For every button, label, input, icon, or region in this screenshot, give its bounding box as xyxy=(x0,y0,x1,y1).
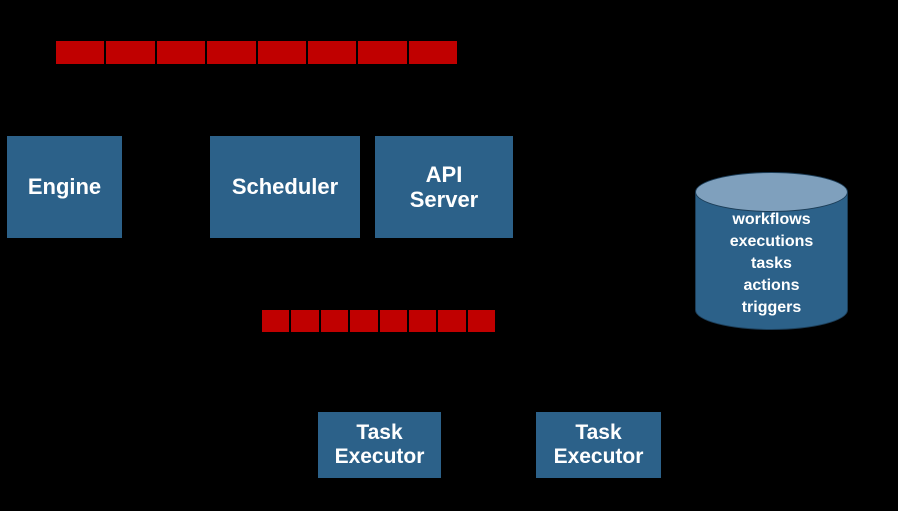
component-label-task-executor-2: Task Executor xyxy=(553,421,644,468)
middle-segmented-bar-segment xyxy=(408,310,439,332)
top-segmented-bar-segment xyxy=(358,41,409,64)
component-box-task-executor-2[interactable]: Task Executor xyxy=(536,412,661,478)
top-segmented-bar-segment xyxy=(156,41,208,64)
component-box-api-server[interactable]: API Server xyxy=(375,136,513,238)
component-label-task-executor-1: Task Executor xyxy=(334,421,425,468)
database-tables-label: workflows executions tasks actions trigg… xyxy=(729,211,814,317)
top-segmented-bar-segment xyxy=(56,41,107,64)
top-segmented-bar xyxy=(56,41,457,64)
middle-segmented-bar-segment xyxy=(379,310,409,332)
database-cylinder[interactable]: workflows executions tasks actions trigg… xyxy=(695,172,848,330)
middle-segmented-bar xyxy=(262,310,495,332)
top-segmented-bar-segment xyxy=(408,41,457,64)
component-label-engine: Engine xyxy=(27,174,102,200)
top-segmented-bar-segment xyxy=(106,41,157,64)
top-segmented-bar-segment xyxy=(307,41,359,64)
component-box-task-executor-1[interactable]: Task Executor xyxy=(318,412,441,478)
middle-segmented-bar-segment xyxy=(291,310,321,332)
top-segmented-bar-segment xyxy=(207,41,258,64)
middle-segmented-bar-segment xyxy=(350,310,380,332)
middle-segmented-bar-segment xyxy=(262,310,292,332)
middle-segmented-bar-segment xyxy=(320,310,351,332)
middle-segmented-bar-segment xyxy=(467,310,495,332)
component-label-scheduler: Scheduler xyxy=(231,174,339,200)
component-box-scheduler[interactable]: Scheduler xyxy=(210,136,360,238)
cylinder-top-ellipse xyxy=(695,172,848,212)
component-label-api-server: API Server xyxy=(409,161,479,212)
top-segmented-bar-segment xyxy=(257,41,308,64)
component-box-engine[interactable]: Engine xyxy=(7,136,122,238)
middle-segmented-bar-segment xyxy=(438,310,468,332)
